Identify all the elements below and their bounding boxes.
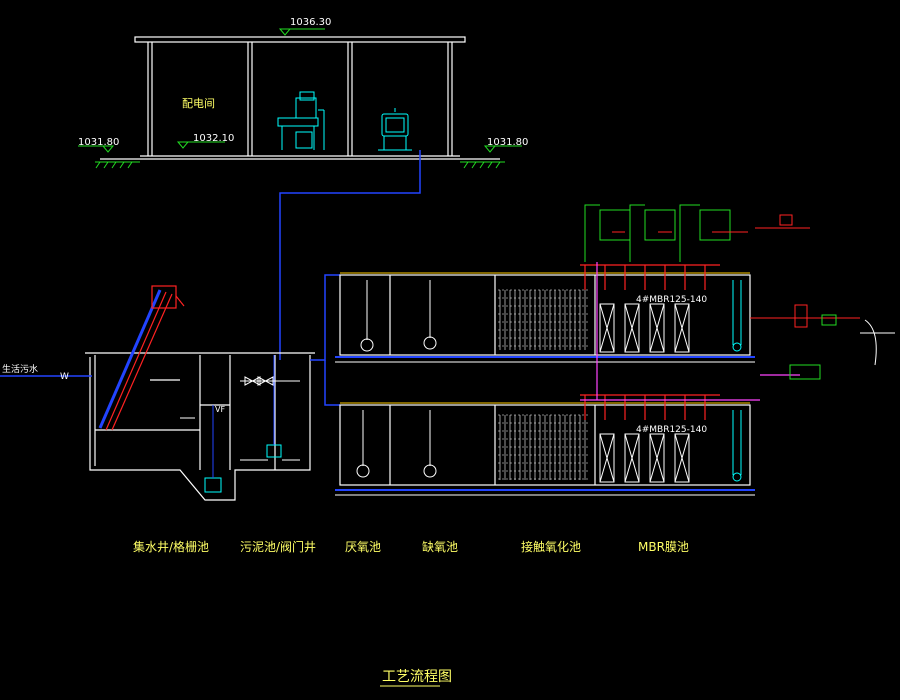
membrane-module <box>649 433 665 483</box>
membrane-module <box>674 303 690 353</box>
membrane-module <box>599 303 615 353</box>
control-building <box>100 36 500 160</box>
air-main <box>279 150 421 360</box>
membrane-module-diag <box>624 433 640 483</box>
elev-floor: 1032.10 <box>193 133 234 144</box>
membrane-module <box>624 303 640 353</box>
membrane-module <box>624 433 640 483</box>
membrane-module-diag <box>599 433 615 483</box>
membrane-module-diag <box>649 433 665 483</box>
membrane-module <box>674 433 690 483</box>
lower-train <box>339 404 751 486</box>
air-drops <box>580 264 720 290</box>
membrane-module-diag <box>649 303 665 353</box>
elevation-marker-icon <box>78 28 522 153</box>
contact-media <box>498 414 590 480</box>
collection-well <box>85 352 315 501</box>
sludge-return <box>580 262 800 401</box>
chem-dosing <box>584 204 731 262</box>
membrane-module-diag <box>674 303 690 353</box>
membrane-label-upper: 4#MBR125-140 <box>636 295 707 305</box>
membrane-module-icon <box>599 433 690 483</box>
elev-ground-left: 1031.80 <box>78 137 119 148</box>
valve-icon <box>240 376 300 386</box>
elev-roof: 1036.30 <box>290 17 331 28</box>
tank-label-4: 缺氧池 <box>422 539 458 554</box>
membrane-module <box>649 303 665 353</box>
membrane-module-diag <box>674 433 690 483</box>
level-marks <box>180 417 300 461</box>
upper-train <box>339 274 751 356</box>
outlet-system <box>750 214 895 380</box>
aerator-icon <box>356 410 437 478</box>
permeate-pipes <box>732 280 742 482</box>
membrane-module <box>599 433 615 483</box>
membrane-module-diag <box>599 303 615 353</box>
inlet-label: 生活污水 <box>2 363 38 375</box>
blower-icon <box>277 91 325 150</box>
tank-label-1: 集水井/格栅池 <box>133 539 209 554</box>
aerator-icon <box>360 280 437 352</box>
tank-label-2: 污泥池/阀门井 <box>240 539 316 554</box>
tank-label-3: 厌氧池 <box>345 540 381 554</box>
flow-mark: W <box>60 372 69 382</box>
room-label: 配电间 <box>182 97 215 110</box>
ground-hatch <box>95 161 505 169</box>
grit-screen-icon <box>98 285 185 431</box>
air-drops <box>580 394 720 420</box>
transfer-pipes <box>310 274 340 406</box>
membrane-module-diag <box>624 303 640 353</box>
tank-label-5: 接触氧化池 <box>521 539 581 554</box>
pump-icon <box>204 355 282 493</box>
membrane-label-lower: 4#MBR125-140 <box>636 425 707 435</box>
elev-ground-right: 1031.80 <box>487 137 528 148</box>
contact-media <box>498 289 590 350</box>
level-mark: VF <box>215 405 225 414</box>
drawing-title: 工艺流程图 <box>382 669 452 685</box>
membrane-module-icon <box>599 303 690 353</box>
tank-label-6: MBR膜池 <box>638 540 689 554</box>
blower-icon <box>378 108 412 151</box>
